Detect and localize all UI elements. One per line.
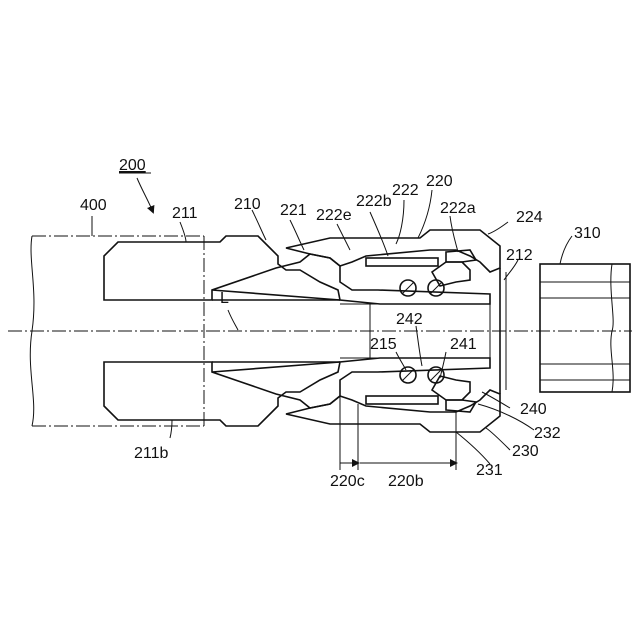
label-310: 310 [574, 225, 601, 242]
dimension-220b [360, 412, 456, 470]
label-211b: 211b [134, 445, 169, 462]
label-400: 400 [80, 197, 107, 214]
label-231: 231 [476, 462, 503, 479]
label-230: 230 [512, 443, 539, 460]
label-241: 241 [450, 336, 477, 353]
label-242: 242 [396, 311, 423, 328]
dimension-220c [340, 396, 358, 470]
label-222e: 222e [316, 207, 352, 224]
label-240: 240 [520, 401, 547, 418]
bore-taper-upper [212, 290, 340, 300]
label-224: 224 [516, 209, 543, 226]
label-220: 220 [426, 173, 453, 190]
bore-taper-lower [212, 362, 340, 372]
label-215: 215 [370, 336, 397, 353]
sleeve-220-lower [286, 390, 500, 432]
label-L: L [220, 290, 229, 307]
label-221: 221 [280, 202, 307, 219]
label-220c: 220c [330, 473, 365, 490]
sleeve-220-upper [286, 230, 500, 272]
label-212: 212 [506, 247, 533, 264]
label-220b: 220b [388, 473, 424, 490]
label-222: 222 [392, 182, 419, 199]
label-200: 200 [119, 157, 146, 174]
label-222b: 222b [356, 193, 392, 210]
label-222a: 222a [440, 200, 476, 217]
pipe-310 [540, 264, 630, 392]
label-232: 232 [534, 425, 561, 442]
label-211: 211 [172, 205, 198, 222]
label-210: 210 [234, 196, 261, 213]
